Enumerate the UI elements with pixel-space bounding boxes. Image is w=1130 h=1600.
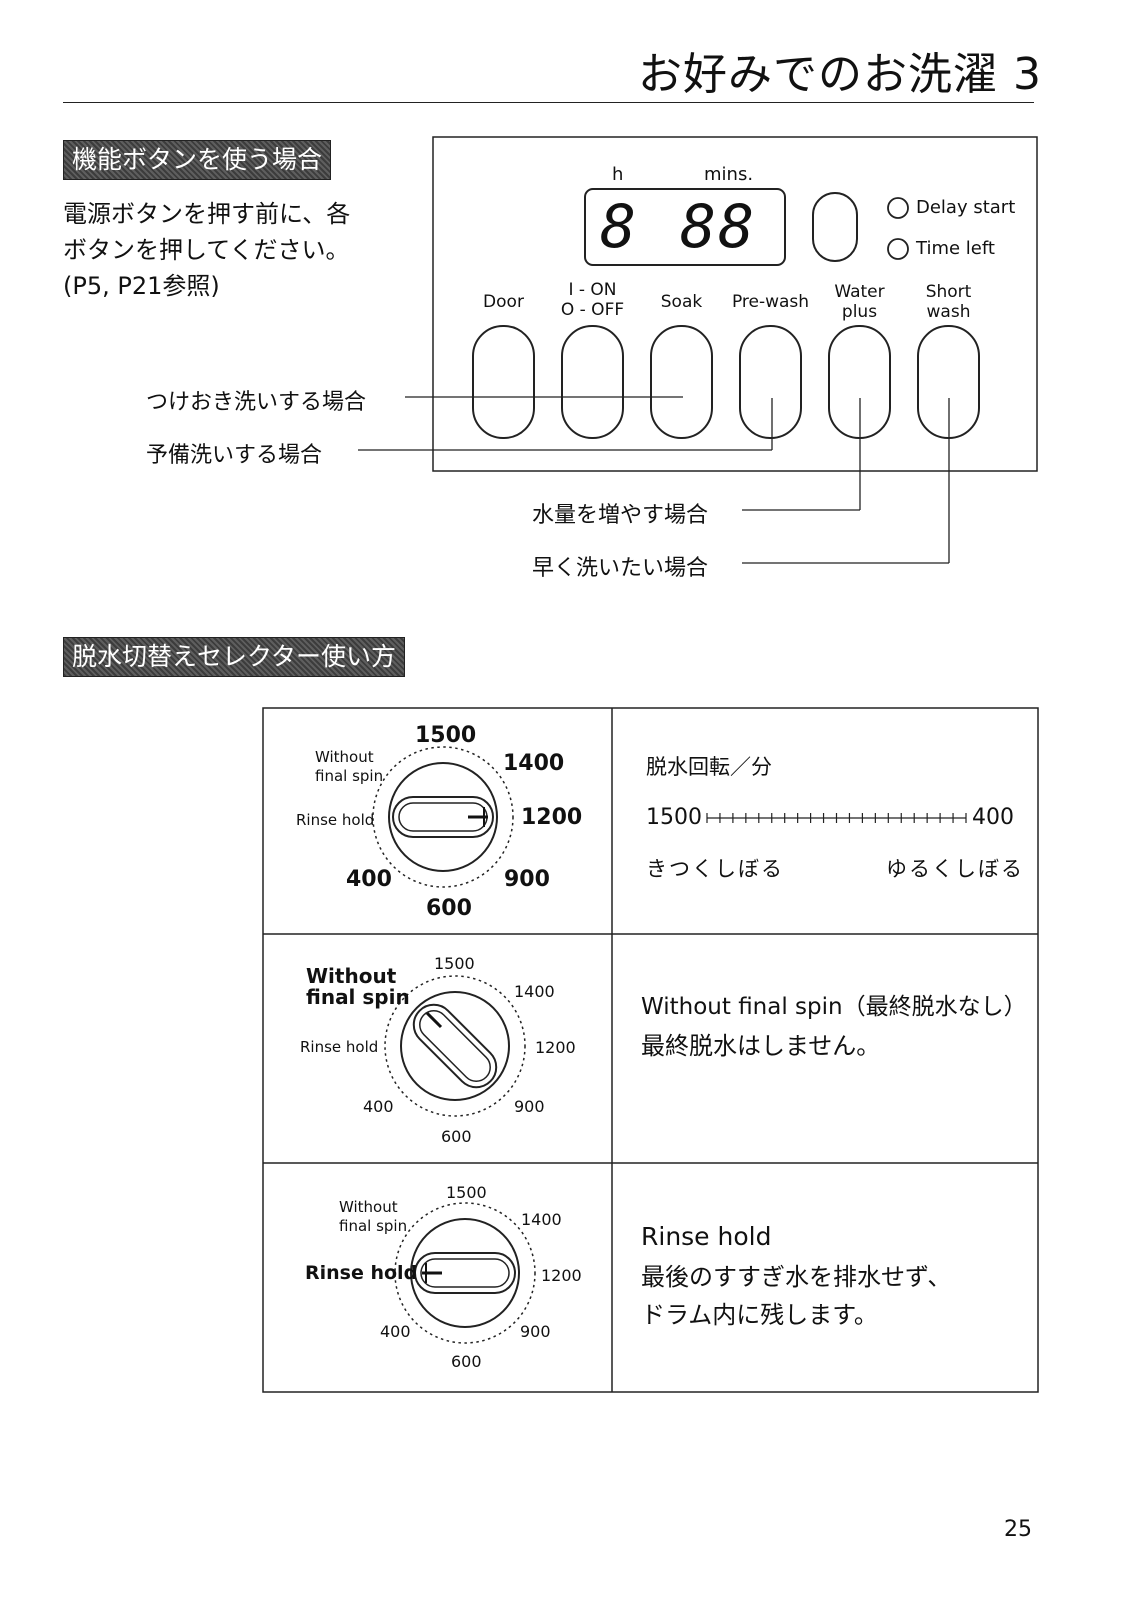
dial3-label-without: Without — [339, 1198, 398, 1216]
dial1-label-1400: 1400 — [503, 751, 565, 776]
spin-speed-title: 脱水回転／分 — [646, 755, 772, 779]
display-minutes-label: mins. — [704, 164, 754, 185]
dial-1200-selected — [372, 746, 514, 888]
callout-prewash: 予備洗いする場合 — [146, 443, 323, 468]
dial1-label-600: 600 — [426, 896, 472, 921]
prewash-button — [739, 325, 802, 439]
on-off-button — [561, 325, 624, 439]
page-title: お好みでのお洗濯 3 — [638, 49, 1042, 100]
delay-start-label: Delay start — [916, 197, 1016, 218]
dial1-label-final-spin: final spin — [315, 767, 384, 785]
callout-short-wash: 早く洗いたい場合 — [532, 556, 709, 581]
dial2-label-1500: 1500 — [434, 954, 475, 973]
dial3-label-rinse-hold: Rinse hold — [305, 1262, 418, 1284]
dial1-label-900: 900 — [504, 867, 550, 892]
button-label-soak: Soak — [660, 292, 703, 312]
title-divider — [63, 102, 1034, 103]
control-panel-illustration — [358, 136, 1038, 564]
section-heading-spin-selector: 脱水切替えセレクター使い方 — [63, 637, 406, 677]
rinse-hold-title: Rinse hold — [641, 1222, 772, 1251]
start-button — [812, 192, 858, 262]
spin-strong-caption: きつくしぼる — [646, 857, 784, 881]
spin-speed-scale — [706, 813, 967, 823]
display-hours-label: h — [612, 164, 624, 185]
control-panel-frame — [432, 136, 1038, 472]
dial-without-final-spin-selected — [384, 975, 526, 1117]
dial2-label-900: 900 — [514, 1097, 545, 1116]
without-final-spin-description: 最終脱水はしません。 — [641, 1032, 881, 1060]
dial2-label-1400: 1400 — [514, 982, 555, 1001]
delay-start-indicator-icon — [887, 197, 909, 219]
time-left-indicator-icon — [887, 238, 909, 260]
dial3-label-1200: 1200 — [541, 1266, 582, 1285]
soak-button — [650, 325, 713, 439]
dial1-label-without: Without — [315, 748, 374, 766]
button-label-door: Door — [483, 292, 524, 312]
dial-rinse-hold-selected — [394, 1202, 536, 1344]
instruction-text: 電源ボタンを押す前に、各 ボタンを押してください。 (P5, P21参照) — [63, 200, 351, 300]
section-heading-function-buttons: 機能ボタンを使う場合 — [63, 140, 332, 180]
table-frame — [262, 707, 1039, 1393]
spin-scale-left-value: 1500 — [646, 805, 702, 830]
dial1-label-rinse-hold: Rinse hold — [296, 811, 375, 829]
dial1-label-400: 400 — [346, 867, 392, 892]
spin-scale-right-value: 400 — [972, 805, 1014, 830]
callout-water-plus: 水量を増やす場合 — [532, 503, 709, 528]
dial3-label-900: 900 — [520, 1322, 551, 1341]
button-label-prewash: Pre-wash — [731, 292, 810, 312]
display-minutes-value: 88 — [680, 192, 757, 262]
dial2-label-without: Without — [306, 964, 397, 988]
door-button — [472, 325, 535, 439]
dial2-label-600: 600 — [441, 1127, 472, 1146]
display-hours-digit: 8 — [600, 192, 637, 262]
digital-display — [584, 188, 786, 266]
time-left-label: Time left — [916, 238, 995, 259]
callout-soak: つけおき洗いする場合 — [146, 390, 367, 415]
dial1-label-1200: 1200 — [521, 805, 583, 830]
rinse-hold-description-line2: ドラム内に残します。 — [641, 1301, 878, 1329]
dial3-label-600: 600 — [451, 1352, 482, 1371]
dial2-label-rinse-hold: Rinse hold — [300, 1038, 379, 1056]
button-label-short-wash: Short wash — [925, 282, 972, 322]
button-label-water-plus: Water plus — [834, 282, 885, 322]
dial1-label-1500: 1500 — [415, 723, 477, 748]
page-number: 25 — [1004, 1517, 1032, 1542]
without-final-spin-title: Without final spin（最終脱水なし） — [641, 994, 1027, 1020]
rinse-hold-description-line1: 最後のすすぎ水を排水せず、 — [641, 1263, 952, 1291]
dial2-label-400: 400 — [363, 1097, 394, 1116]
dial2-label-1200: 1200 — [535, 1038, 576, 1057]
dial3-label-1400: 1400 — [521, 1210, 562, 1229]
dial3-label-1500: 1500 — [446, 1183, 487, 1202]
dial3-label-400: 400 — [380, 1322, 411, 1341]
button-label-on-off: I - ON O - OFF — [560, 280, 625, 320]
dial2-label-final-spin: final spin — [306, 985, 410, 1009]
spin-gentle-caption: ゆるくしぼる — [886, 857, 1024, 881]
dial3-label-final-spin: final spin — [339, 1217, 408, 1235]
